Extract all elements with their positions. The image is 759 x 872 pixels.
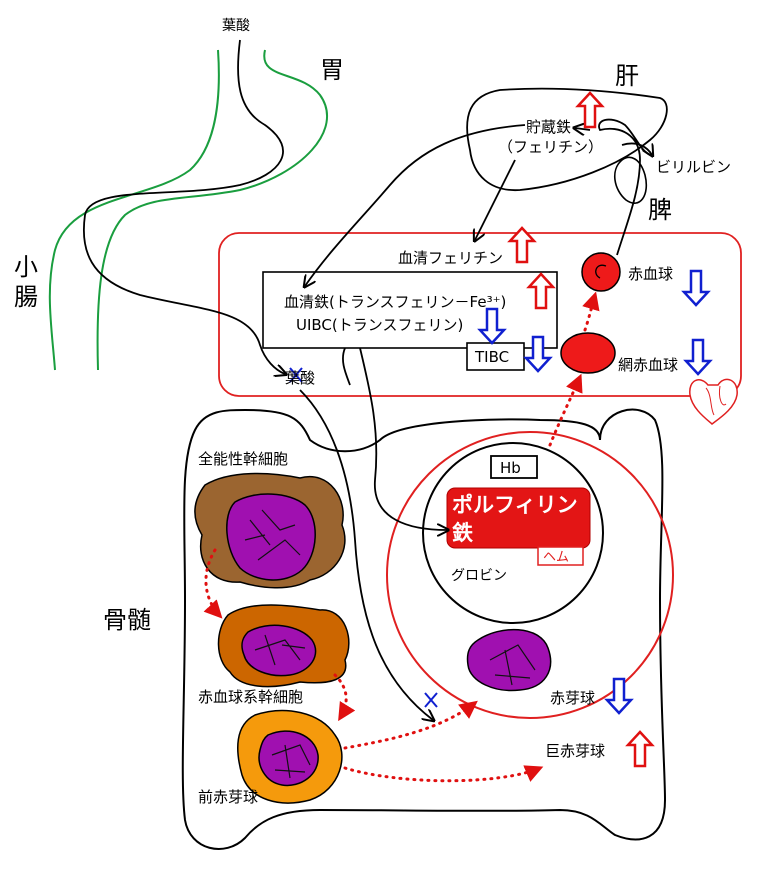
storage-to-ferritin-path [475, 159, 516, 240]
erythroblast-down-arrow [605, 677, 633, 715]
folate-to-marrow-path [299, 389, 433, 720]
reticulocyte-cell [560, 332, 616, 374]
porphyrin-box [446, 487, 591, 549]
erythroid-stem-cell-label: 赤血球系幹細胞 [198, 688, 303, 706]
small-intestine-label-2: 腸 [14, 283, 38, 311]
stomach-label: 胃 [320, 56, 344, 84]
spleen-outline [614, 156, 647, 204]
maturation-arrow-4 [343, 765, 544, 783]
serum-iron-label: 血清鉄(トランスフェリン－Fe³⁺) [284, 293, 506, 311]
ferritin-label: （フェリチン） [498, 138, 603, 156]
iron-to-porphyrin-path [359, 347, 447, 530]
spleen-label: 脾 [648, 196, 672, 224]
globin-label: グロビン [451, 568, 507, 584]
maturation-arrow-1 [203, 548, 223, 619]
megaloblast-up-arrow [626, 730, 654, 768]
pluripotent-nucleus [226, 493, 316, 581]
liver-label: 肝 [615, 62, 639, 90]
storage-iron-up-arrow [576, 91, 604, 129]
rbc-down-arrow [682, 269, 710, 307]
tibc-box [466, 342, 525, 371]
proerythroblast-label: 前赤芽球 [198, 788, 258, 806]
tibc-label: TIBC [474, 348, 509, 366]
folate-blood-label: 葉酸 [285, 369, 315, 387]
bilirubin-label: ビリルビン [656, 158, 731, 176]
megaloblast-label: 巨赤芽球 [545, 742, 605, 760]
pluripotent-stem-cell-label: 全能性幹細胞 [198, 450, 288, 468]
erythroid-nucleus [241, 624, 317, 677]
heart-icon [689, 378, 738, 425]
stomach-intestine-outline [48, 49, 328, 371]
rbc-label: 赤血球 [628, 265, 673, 283]
block-x-icon [289, 367, 438, 708]
erythroblast-nucleus [466, 628, 552, 692]
maturation-arrow-2 [333, 673, 356, 722]
maturation-arrow-3 [343, 700, 478, 750]
reticulocyte-down-arrow [684, 338, 712, 376]
erythroblast-cell [386, 431, 674, 719]
erythroblast-label: 赤芽球 [550, 689, 595, 707]
maturation-arrow-5 [548, 373, 583, 447]
proerythroblast-nucleus [258, 730, 319, 787]
heme-box [537, 546, 584, 566]
hb-box [490, 455, 538, 479]
bone-marrow-label: 骨髄 [103, 606, 151, 634]
rbc-to-bilirubin-path [598, 118, 651, 256]
reticulocyte-label: 網赤血球 [618, 356, 678, 374]
bone-marrow-outline [181, 408, 667, 850]
liver-outline [466, 87, 668, 191]
storage-iron-label: 貯蔵鉄 [526, 118, 571, 136]
storage-to-serum-path [305, 124, 526, 286]
porphyrin-label: ポルフィリン [452, 493, 578, 517]
serum-ferritin-label: 血清フェリチン [398, 249, 503, 267]
folate-path [83, 39, 285, 374]
maturation-arrow-6 [582, 291, 600, 332]
folate-top-label: 葉酸 [222, 18, 250, 34]
hb-label: Hb [500, 459, 521, 477]
small-intestine-label-1: 小 [14, 253, 38, 281]
heme-label: ヘム [543, 550, 569, 565]
iron-label: 鉄 [452, 521, 473, 545]
uibc-label: UIBC(トランスフェリン) [296, 316, 463, 334]
red-blood-cell [581, 252, 621, 292]
